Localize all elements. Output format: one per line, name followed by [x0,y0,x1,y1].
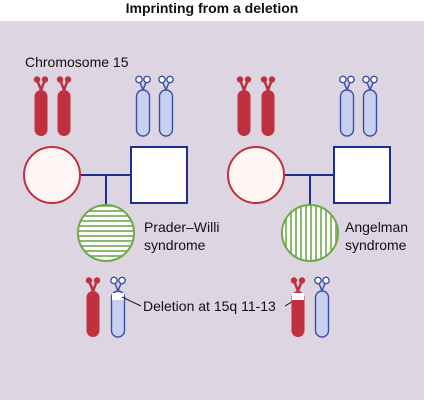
deletion-label: Deletion at 15q 11-13 [143,298,276,314]
right-offspring-chromosomes [289,276,330,339]
left-offspring-chromosomes [84,276,126,339]
right-pedigree-lines [284,174,334,205]
angelman-label-line2: syndrome [345,237,407,253]
deletion-pointer-left [121,296,142,307]
angelman-label-line1: Angelman [345,219,408,235]
right-mother-symbol [227,146,285,204]
figure-title: Imprinting from a deletion [0,0,424,21]
deletion-band [112,293,124,300]
diagram-panel: Chromosome 15 Prader–Willi syndrome [0,21,424,400]
left-affected-child-symbol [77,204,135,262]
right-affected-child-symbol [281,204,339,262]
prader-willi-label-line2: syndrome [144,237,206,253]
left-mother-symbol [23,146,81,204]
right-father-symbol [333,146,391,204]
deletion-band [292,293,304,300]
diagram-canvas: Chromosome 15 Prader–Willi syndrome [0,21,424,400]
left-pedigree-lines [80,174,131,205]
prader-willi-label-line1: Prader–Willi [144,219,219,235]
left-father-symbol [130,146,188,204]
chromosome-label: Chromosome 15 [25,54,129,70]
panel-background [0,21,424,400]
